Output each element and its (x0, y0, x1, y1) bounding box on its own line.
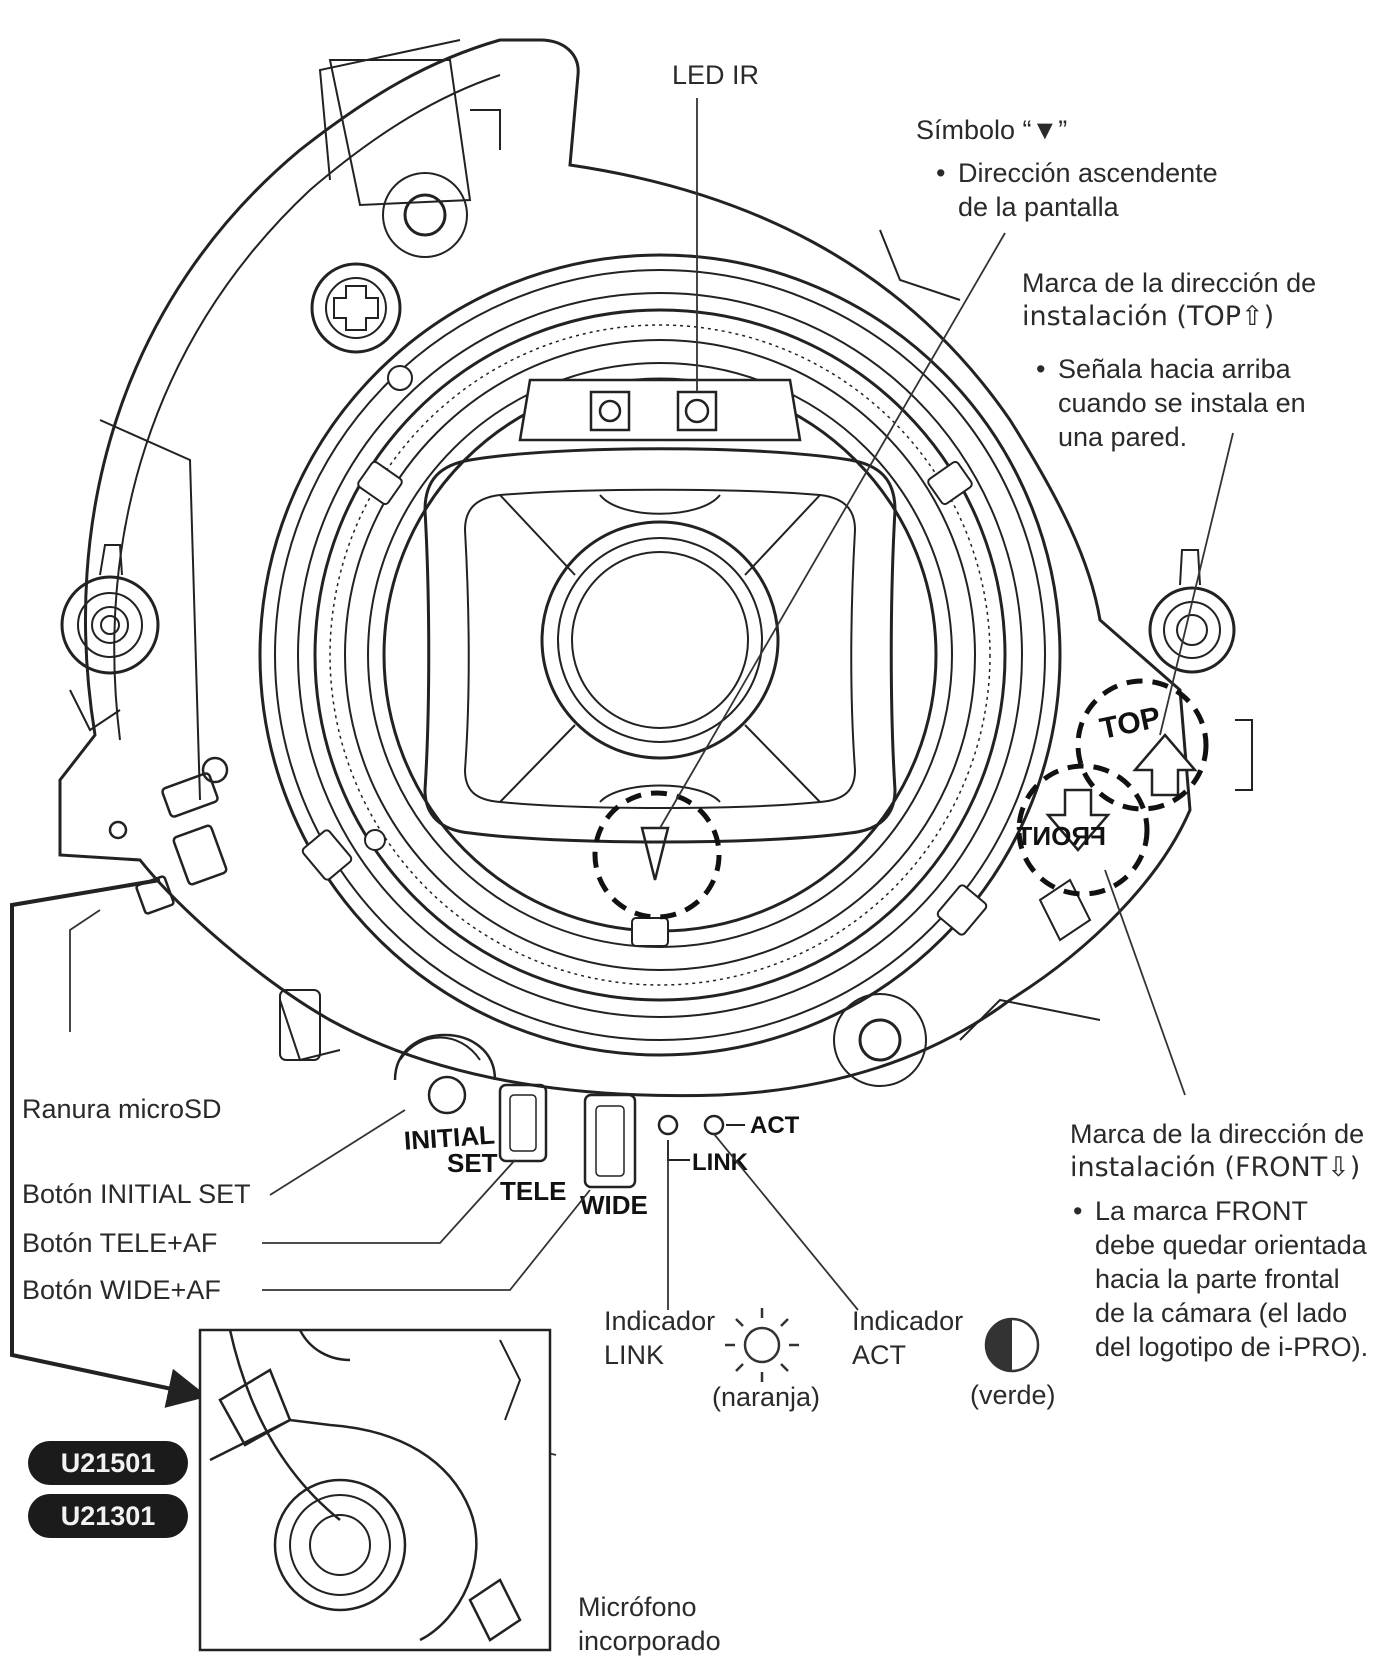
printed-tele: TELE (500, 1176, 566, 1206)
front-arrow-icon (1045, 788, 1111, 852)
verde-label: (verde) (970, 1380, 1056, 1410)
ring-tab (301, 365, 988, 947)
side-bolt-left (60, 544, 160, 732)
model-badge: U21501 (28, 1441, 188, 1485)
ranura-label: Ranura microSD (22, 1094, 222, 1124)
top-highlight (1075, 678, 1209, 812)
side-bolt-right (1148, 549, 1253, 791)
marca-top-bullet: Señala hacia arriba cuando se instala en… (1036, 352, 1306, 454)
half-circle-icon (984, 1317, 1040, 1373)
lens-block (423, 447, 897, 844)
boton-tele-label: Botón TELE+AF (22, 1228, 218, 1258)
printed-initial: INITIAL (403, 1119, 496, 1155)
printed-wide: WIDE (580, 1190, 648, 1220)
initial-set-button (427, 1075, 467, 1115)
led-ir-label: LED IR (672, 60, 760, 90)
link-led (657, 1114, 679, 1136)
top-arrow-icon (1132, 733, 1198, 797)
naranja-label: (naranja) (712, 1382, 821, 1412)
front-highlight (1016, 763, 1150, 897)
wide-button-slot (583, 1093, 637, 1189)
front-mark-text: FRONT (1016, 821, 1106, 851)
indicador-act-label: Indicador ACT (852, 1306, 964, 1370)
boton-initial-label: Botón INITIAL SET (22, 1179, 251, 1209)
simbolo-bullet: Dirección ascendente de la pantalla (936, 156, 1218, 224)
marca-front-label: Marca de la dirección de instalación (FR… (1070, 1119, 1365, 1183)
camera-base (58, 38, 1192, 1098)
simbolo-label: Símbolo “▼” (916, 115, 1068, 145)
marca-top-label: Marca de la dirección de instalación (TO… (1022, 268, 1317, 332)
microsd-slot (108, 756, 229, 915)
triangle-down-icon (640, 826, 670, 881)
ir-led-housing (518, 378, 802, 442)
top-mark-text: TOP (1097, 701, 1164, 746)
marca-front-bullet: La marca FRONT debe quedar orientada hac… (1073, 1194, 1368, 1364)
inset-box (198, 1328, 552, 1652)
screw-icon (310, 262, 402, 354)
boton-wide-label: Botón WIDE+AF (22, 1275, 221, 1305)
inset-pointer (10, 878, 208, 1408)
tele-button-slot (498, 1083, 548, 1163)
indicador-link-label: Indicador LINK (604, 1306, 716, 1370)
microfono-label: Micrófono incorporado (578, 1592, 721, 1656)
triangle-highlight (592, 790, 722, 920)
sun-icon (725, 1308, 799, 1382)
mounting-hole (382, 172, 927, 1087)
control-panel (393, 1033, 745, 1189)
printed-set: SET (447, 1148, 498, 1178)
printed-act: ACT (750, 1112, 800, 1139)
printed-link: LINK (692, 1149, 749, 1176)
model-badge: U21301 (28, 1494, 188, 1538)
act-led (703, 1114, 725, 1136)
